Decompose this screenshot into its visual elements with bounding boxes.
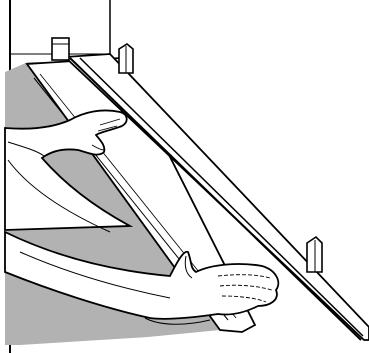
spacer-wedge	[52, 38, 69, 60]
spacer-wedge	[119, 44, 133, 73]
spacer-wedge	[307, 237, 322, 272]
